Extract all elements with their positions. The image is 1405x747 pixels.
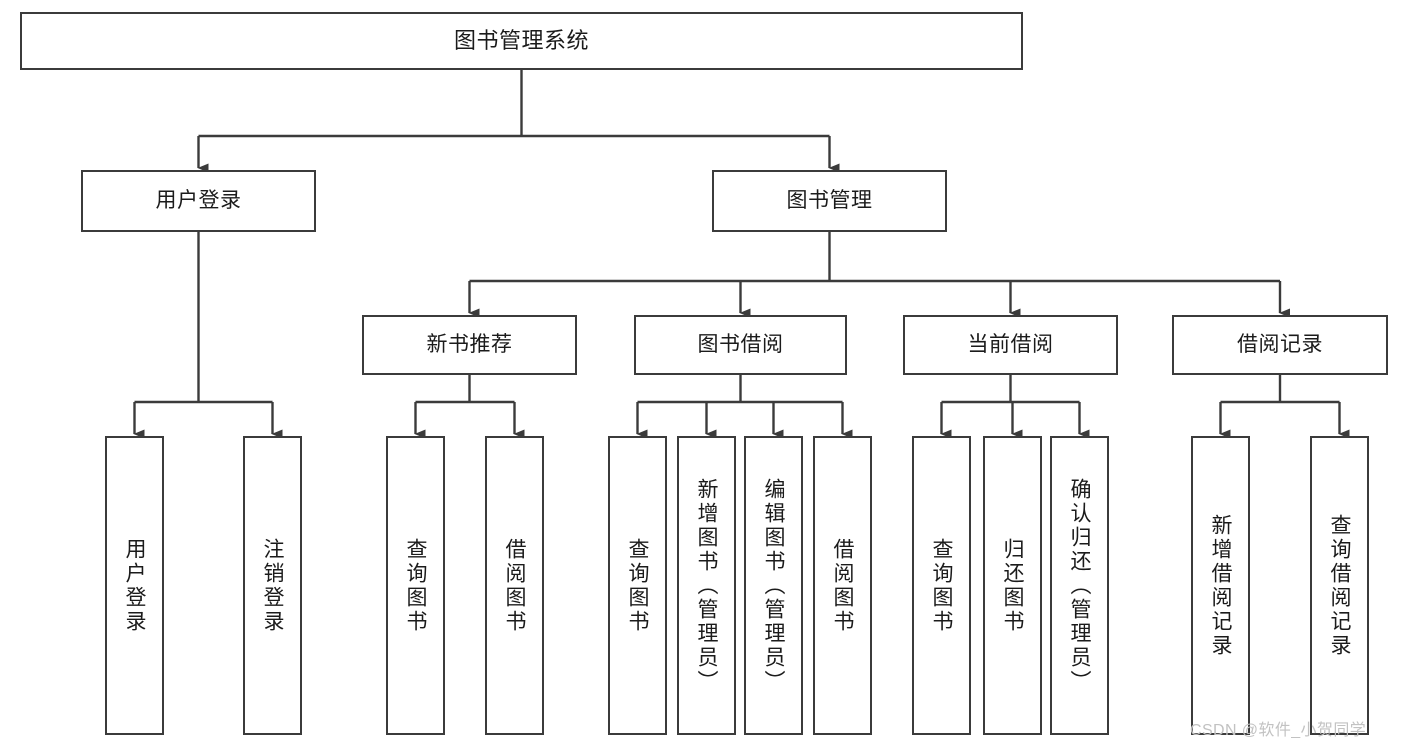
node-leaf-rec-2[interactable]: 查询借阅记录 (1310, 436, 1369, 735)
node-label: 借阅记录 (1237, 332, 1323, 356)
node-login[interactable]: 用户登录 (81, 170, 316, 232)
node-leaf-rec-1[interactable]: 新增借阅记录 (1191, 436, 1250, 735)
node-label: 新增图书（管理员） (695, 477, 718, 694)
node-leaf-borrow-1[interactable]: 查询图书 (608, 436, 667, 735)
node-bookmgmt[interactable]: 图书管理 (712, 170, 947, 232)
node-label: 查询图书 (404, 537, 427, 634)
node-label: 图书借阅 (697, 332, 784, 356)
node-label: 查询借阅记录 (1328, 513, 1351, 658)
node-label: 图书管理系统 (453, 28, 589, 54)
node-label: 归还图书 (1001, 537, 1024, 634)
node-leaf-new-2[interactable]: 借阅图书 (485, 436, 544, 735)
node-label: 注销登录 (261, 537, 284, 634)
node-leaf-login-2[interactable]: 注销登录 (243, 436, 302, 735)
node-borrow[interactable]: 图书借阅 (634, 315, 847, 375)
node-label: 编辑图书（管理员） (762, 477, 785, 694)
node-label: 查询图书 (930, 537, 953, 634)
node-leaf-cur-1[interactable]: 查询图书 (912, 436, 971, 735)
node-leaf-cur-3[interactable]: 确认归还（管理员） (1050, 436, 1109, 735)
node-label: 借阅图书 (503, 537, 526, 634)
node-label: 用户登录 (123, 537, 146, 634)
node-label: 借阅图书 (831, 537, 854, 634)
node-leaf-borrow-2[interactable]: 新增图书（管理员） (677, 436, 736, 735)
node-current[interactable]: 当前借阅 (903, 315, 1118, 375)
node-label: 当前借阅 (967, 332, 1054, 356)
node-leaf-login-1[interactable]: 用户登录 (105, 436, 164, 735)
node-leaf-borrow-3[interactable]: 编辑图书（管理员） (744, 436, 803, 735)
node-leaf-new-1[interactable]: 查询图书 (386, 436, 445, 735)
node-leaf-borrow-4[interactable]: 借阅图书 (813, 436, 872, 735)
watermark: CSDN @软件_小贺同学 (1190, 722, 1367, 739)
node-label: 新增借阅记录 (1209, 513, 1232, 658)
node-leaf-cur-2[interactable]: 归还图书 (983, 436, 1042, 735)
node-newbook[interactable]: 新书推荐 (362, 315, 577, 375)
node-records[interactable]: 借阅记录 (1172, 315, 1388, 375)
node-label: 图书管理 (786, 188, 873, 212)
node-root[interactable]: 图书管理系统 (20, 12, 1023, 70)
node-label: 用户登录 (155, 188, 242, 212)
node-label: 确认归还（管理员） (1068, 477, 1091, 694)
node-label: 新书推荐 (426, 332, 513, 356)
node-label: 查询图书 (626, 537, 649, 634)
